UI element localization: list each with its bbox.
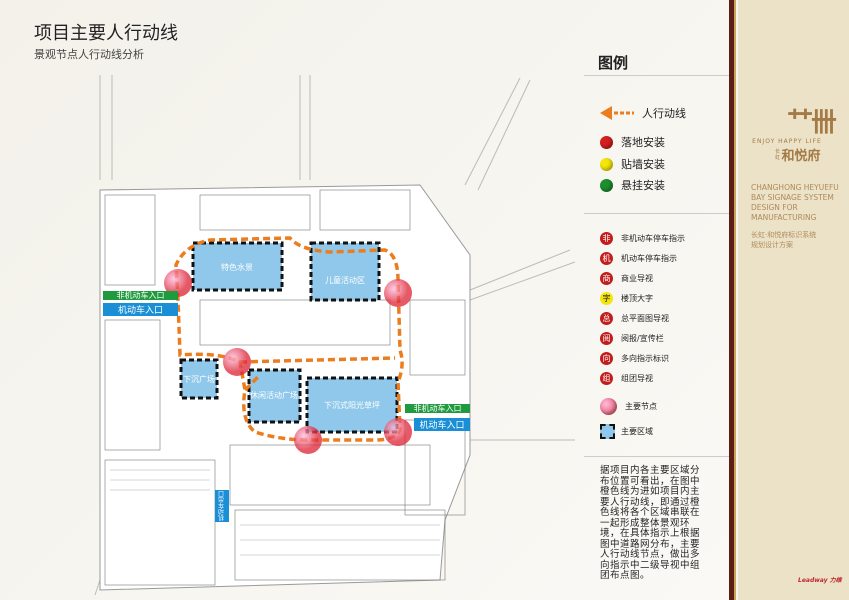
legend-label: 多向指示标识 — [621, 354, 669, 363]
legend-label: 阅报/宣传栏 — [621, 334, 664, 343]
brand-cn-line: 长虹·和悦府标识系统 — [751, 231, 817, 239]
brand-panel — [738, 0, 849, 600]
legend-label: 主要节点 — [625, 402, 657, 411]
sign-badge-icon: 字 — [600, 292, 613, 305]
west-bike-entrance-label: 非机动车入口 — [103, 291, 178, 300]
sign-badge-icon: 向 — [600, 352, 613, 365]
east-bike-entrance-label: 非机动车入口 — [405, 404, 470, 413]
brand-prefix: 长虹 — [774, 148, 780, 161]
legend-title: 图例 — [598, 54, 629, 72]
legend-label: 总平面图导视 — [621, 314, 669, 323]
legend-label: 主要区域 — [621, 427, 653, 436]
zone-lawn — [305, 376, 399, 434]
legend-label: 组团导视 — [621, 374, 653, 383]
legend-sign: 机机动车停车指示 — [600, 252, 677, 265]
legend-label: 机动车停车指示 — [621, 254, 677, 263]
legend-divider — [584, 213, 729, 214]
legend-label: 商业导视 — [621, 274, 653, 283]
sign-badge-icon: 机 — [600, 252, 613, 265]
description-text: 据项目内各主要区域分布位置可看出，在图中橙色线为进如项目内主要人行动线，即通过橙… — [600, 465, 701, 581]
brand-cn-line: 规划设计方案 — [751, 241, 793, 249]
zone-sunken-plaza — [179, 358, 219, 400]
brand-slogan: ENJOY HAPPY LIFE — [752, 138, 822, 145]
footer-logo: Leadway 力维 — [798, 577, 842, 584]
zone-kids — [309, 241, 381, 302]
brand-chinese: 长虹·和悦府标识系统规划设计方案 — [751, 230, 816, 250]
brand-logo: ⺿卌 ENJOY HAPPY LIFE 长虹和悦府 — [752, 108, 842, 164]
node-icon — [600, 398, 617, 415]
site-map: 特色水景 儿童活动区 下沉广场 休闲活动广场 下沉式阳光草坪 — [94, 75, 576, 596]
area-icon — [600, 424, 615, 439]
legend-divider — [584, 75, 729, 76]
legend-label: 非机动车停车指示 — [621, 234, 685, 243]
zone-label: 特色水景 — [221, 262, 253, 272]
legend-sign: 字楼顶大字 — [600, 292, 653, 305]
west-car-entrance-label: 机动车入口 — [103, 303, 178, 316]
south-exit-label: 机动车出口 — [215, 490, 229, 522]
page-title: 项目主要人行动线 — [34, 23, 178, 44]
sign-badge-icon: 阅 — [600, 332, 613, 345]
legend-divider — [584, 456, 729, 457]
legend-label: 人行动线 — [642, 107, 686, 120]
legend-mount: 落地安装 — [600, 134, 665, 150]
zone-label: 休闲活动广场 — [250, 390, 298, 400]
zone-label: 儿童活动区 — [325, 275, 365, 285]
legend-mount: 贴墙安装 — [600, 156, 665, 172]
buildings — [104, 189, 466, 586]
sign-badge-icon: 总 — [600, 312, 613, 325]
page-subtitle: 景观节点人行动线分析 — [34, 48, 144, 61]
legend-area: 主要区域 — [600, 424, 653, 439]
legend-sign: 向多向指示标识 — [600, 352, 669, 365]
east-car-entrance-label: 机动车入口 — [414, 418, 470, 431]
yellow-ball-icon — [600, 157, 613, 171]
zone-label: 下沉广场 — [183, 374, 215, 384]
brand-english: CHANGHONG HEYUEFU BAY SIGNAGE SYSTEM DES… — [751, 183, 839, 222]
main-nodes — [164, 269, 412, 454]
legend-label: 贴墙安装 — [621, 158, 665, 171]
pedestrian-route — [174, 236, 404, 442]
legend-sign: 商商业导视 — [600, 272, 653, 285]
divider-stripe — [729, 0, 736, 600]
legend-sign: 非非机动车停车指示 — [600, 232, 685, 245]
legend-label: 楼顶大字 — [621, 294, 653, 303]
sign-badge-icon: 组 — [600, 372, 613, 385]
legend-sign: 总总平面图导视 — [600, 312, 669, 325]
green-ball-icon — [600, 178, 613, 192]
legend-mount: 悬挂安装 — [600, 177, 665, 193]
brand-name: 和悦府 — [781, 149, 821, 164]
legend-node: 主要节点 — [600, 398, 657, 415]
zone-water — [191, 241, 284, 292]
legend-label: 悬挂安装 — [621, 179, 665, 192]
sign-badge-icon: 商 — [600, 272, 613, 285]
zone-label: 下沉式阳光草坪 — [324, 400, 380, 410]
legend-route: 人行动线 — [600, 105, 686, 121]
legend-label: 落地安装 — [621, 136, 665, 149]
sign-badge-icon: 非 — [600, 232, 613, 245]
legend-sign: 组组团导视 — [600, 372, 653, 385]
legend-sign: 阅阅报/宣传栏 — [600, 332, 664, 345]
arrow-left-icon — [600, 106, 634, 120]
red-ball-icon — [600, 135, 613, 149]
